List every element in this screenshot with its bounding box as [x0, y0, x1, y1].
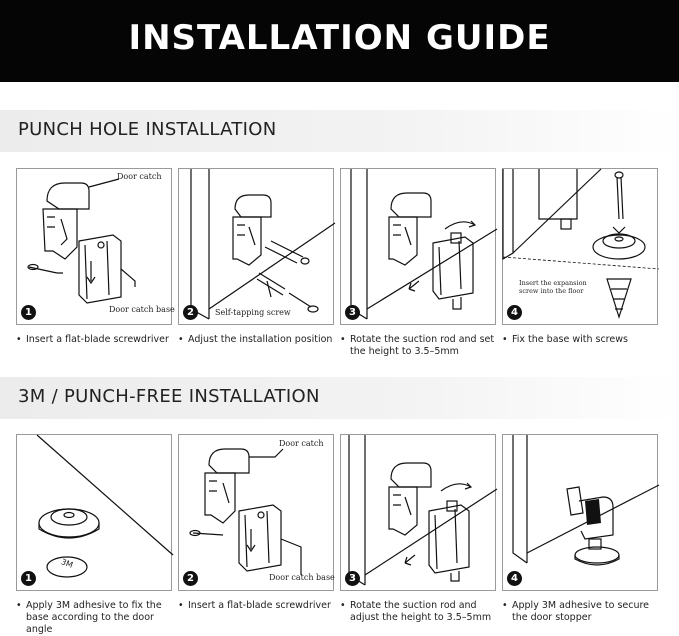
label-door-catch: Door catch	[279, 439, 324, 448]
step-caption: Adjust the installation position	[178, 334, 338, 346]
illustration-rotate-rod	[350, 169, 498, 320]
step-panel-s1-3: 3	[340, 168, 498, 325]
step-panel-s2-4: 4	[502, 434, 660, 591]
section-title: 3M / PUNCH-FREE INSTALLATION	[18, 386, 320, 407]
label-self-tapping-screw: Self-tapping screw	[215, 308, 291, 317]
illustration-fix-base-screws	[502, 168, 660, 319]
step-caption: Apply 3M adhesive to secure the door sto…	[502, 600, 662, 624]
illustration-catch-and-base	[27, 178, 136, 304]
step-panel-s2-2: Door catch Door catch base 2	[178, 434, 335, 591]
illustration-rotate-rod	[348, 435, 498, 586]
step-caption: Insert a flat-blade screwdriver	[16, 334, 176, 346]
page-title: INSTALLATION GUIDE	[128, 18, 551, 58]
step-caption: Insert a flat-blade screwdriver	[178, 600, 338, 612]
section-title: PUNCH HOLE INSTALLATION	[18, 119, 277, 140]
step-panel-s1-1: Door catch Door catch base 1	[16, 168, 175, 325]
step-panel-s1-2: Self-tapping screw 2	[178, 168, 336, 325]
step-caption: Fix the base with screws	[502, 334, 662, 346]
step-panel-s2-3: 3	[340, 434, 498, 591]
step-caption: Rotate the suction rod and adjust the he…	[340, 600, 500, 624]
section-header-punch-hole: PUNCH HOLE INSTALLATION	[0, 110, 679, 152]
label-door-catch: Door catch	[117, 172, 162, 181]
step-number: 2	[183, 305, 198, 320]
step-number: 3	[345, 571, 360, 586]
label-door-catch-base: Door catch base	[269, 573, 335, 582]
label-door-catch-base: Door catch base	[109, 305, 175, 314]
step-number: 1	[21, 571, 36, 586]
section-header-punch-free: 3M / PUNCH-FREE INSTALLATION	[0, 377, 679, 419]
step-caption: Apply 3M adhesive to fix the base accord…	[16, 600, 176, 636]
illustration-catch-and-base	[189, 448, 302, 575]
illustration-secure-stopper	[512, 435, 660, 566]
step-number: 3	[345, 305, 360, 320]
step-panel-s1-4: Insert the expansion screw into the floo…	[502, 168, 660, 325]
illustration-adjust-position	[190, 169, 336, 320]
step-number: 4	[507, 305, 522, 320]
step-number: 4	[507, 571, 522, 586]
illustration-3m-adhesive-base	[36, 434, 174, 578]
step-number: 1	[21, 305, 36, 320]
step-caption: Rotate the suction rod and set the heigh…	[340, 334, 500, 358]
step-number: 2	[183, 571, 198, 586]
header-banner: INSTALLATION GUIDE	[0, 0, 679, 82]
label-expansion-screw: Insert the expansion screw into the floo…	[519, 279, 587, 295]
step-panel-s2-1: 3M 1	[16, 434, 174, 591]
